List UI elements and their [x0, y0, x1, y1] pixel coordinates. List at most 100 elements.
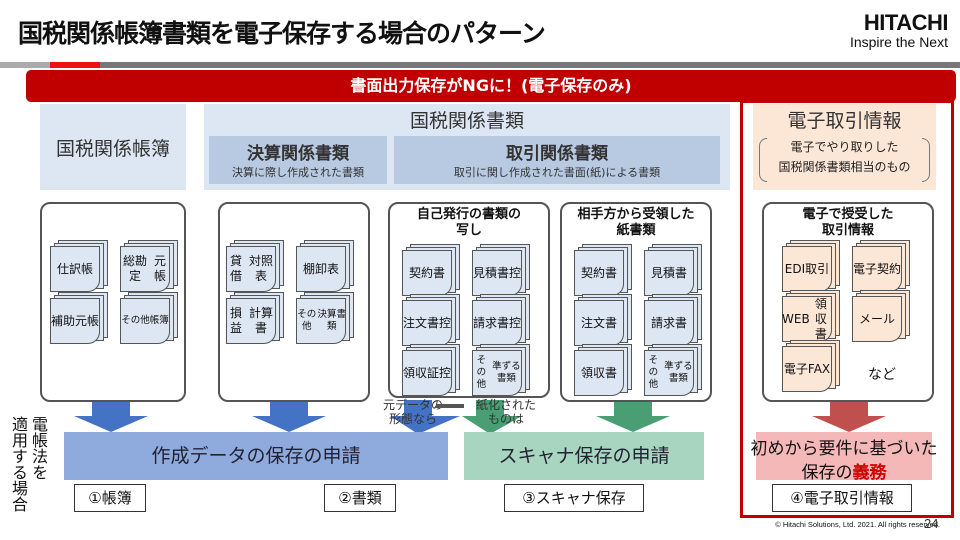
document-label-line1: WEB: [782, 311, 810, 326]
document-label-line1: 見積書: [472, 265, 509, 280]
document-label: 見積書控: [472, 250, 522, 296]
document-label-line1: 契約書: [580, 265, 617, 280]
transaction-subcategory: 取引関係書類 取引に関し作成された書面(紙)による書類: [394, 136, 720, 184]
document-stack-icon: 注文書: [574, 294, 632, 346]
document-label-line2: 計算書: [248, 306, 273, 335]
electronic-obligation-bar: [756, 432, 932, 480]
document-label-line1: 請求書: [472, 315, 509, 330]
document-label-line1: 注文書: [580, 315, 617, 330]
document-stack-icon: 注文書控: [402, 294, 460, 346]
document-label-line2: 契約: [877, 261, 902, 276]
document-label: 見積書: [644, 250, 694, 296]
document-label: 補助元帳: [50, 298, 100, 344]
document-label: その他準ずる書類: [472, 350, 522, 396]
document-stack-icon: その他帳簿: [120, 292, 178, 344]
document-sheet: [574, 250, 624, 296]
document-label-line2: 控: [509, 315, 522, 330]
document-stack-icon: 仕訳帳: [50, 240, 108, 292]
side-label-2: 適用する場合: [9, 416, 28, 512]
ledgers-category: 国税関係帳簿: [40, 104, 186, 190]
document-label: 仕訳帳: [50, 246, 100, 292]
document-sheet: [852, 246, 902, 292]
document-stack-icon: 補助元帳: [50, 292, 108, 344]
document-label: 電子契約: [852, 246, 902, 292]
document-stack-icon: 総勘定元帳: [120, 240, 178, 292]
document-label-line2: FAX: [807, 361, 831, 376]
document-label-line1: 領収書: [580, 365, 617, 380]
self-issued-title-1: 自己発行の書類の: [416, 207, 521, 222]
document-label: その他帳簿: [120, 298, 170, 344]
document-label: 注文書: [574, 300, 624, 346]
arrow-self-to-scanner: [462, 400, 522, 434]
document-stack-icon: その他準ずる書類: [472, 344, 530, 396]
document-sheet: [644, 350, 694, 396]
document-stack-icon: 契約書: [402, 244, 460, 296]
electronic-category-label: 電子取引情報: [787, 110, 902, 132]
document-label: 棚卸表: [296, 246, 346, 292]
document-label-line1: 契約書: [408, 265, 445, 280]
arrow-received: [596, 402, 670, 432]
tag-documents: ②書類: [324, 484, 396, 512]
obligation-emphasis: 義務: [852, 463, 887, 483]
document-label-line2: 取引: [805, 261, 830, 276]
transaction-desc: 取引に関し作成された書面(紙)による書類: [453, 166, 661, 179]
electronic-desc-line1: 電子でやり取りした: [790, 140, 899, 154]
document-sheet: [472, 250, 522, 296]
logo-tagline: Inspire the Next: [849, 34, 948, 50]
document-stack-icon: 貸借対照表: [226, 240, 284, 292]
document-label-line2: 帳簿: [149, 315, 169, 326]
transaction-title: 取引関係書類: [506, 144, 608, 164]
electronic-category: 電子取引情報 電子でやり取りした 国税関係書類相当のもの: [753, 104, 936, 190]
document-sheet: [296, 246, 346, 292]
document-stack-icon: その他決算書類: [296, 292, 354, 344]
document-label-line2: 控: [509, 265, 522, 280]
document-label-line2: 準ずる書類: [492, 361, 521, 384]
document-sheet: [120, 246, 170, 292]
document-label-line1: 総勘定: [122, 254, 147, 283]
document-label-line2: 決算書類: [317, 309, 346, 332]
copyright: © Hitachi Solutions, Ltd. 2021. All righ…: [775, 520, 940, 529]
document-label-line1: 請求書: [650, 315, 687, 330]
tag-scanner: ③スキャナ保存: [504, 484, 644, 512]
document-label-line1: 領収証: [402, 365, 439, 380]
document-label: 契約書: [402, 250, 452, 296]
document-sheet: [644, 300, 694, 346]
document-sheet: [50, 246, 100, 292]
electronic-title-2: 取引情報: [821, 223, 874, 238]
obligation-prefix: 保存の: [801, 463, 853, 483]
document-sheet: [402, 350, 452, 396]
ng-banner: 書面出力保存がNGに！(電子保存のみ): [26, 70, 956, 102]
electronic-etc: など: [868, 367, 896, 383]
document-label-line2: 対照表: [248, 254, 273, 283]
received-title-2: 紙書類: [616, 223, 656, 238]
document-label-line2: 元帳: [75, 313, 100, 328]
document-stack-icon: 電子契約: [852, 240, 910, 292]
document-label-line1: 損益: [229, 306, 242, 335]
document-stack-icon: 請求書控: [472, 294, 530, 346]
document-stack-icon: その他準ずる書類: [644, 344, 702, 396]
document-label: 領収書: [574, 350, 624, 396]
document-label: 領収証控: [402, 350, 452, 396]
document-label-line1: 注文書: [402, 315, 439, 330]
document-label-line1: 貸借: [229, 254, 242, 283]
note-papered-1: 紙化された: [475, 398, 536, 412]
document-sheet: [50, 298, 100, 344]
received-title-1: 相手方から受領した: [577, 207, 695, 222]
document-label: 総勘定元帳: [120, 246, 170, 292]
document-label: メール: [852, 296, 902, 342]
document-label-line1: その他: [121, 315, 150, 326]
document-sheet: [120, 298, 170, 344]
arrow-settlement: [252, 402, 326, 432]
document-label: その他決算書類: [296, 298, 346, 344]
document-label: 請求書控: [472, 300, 522, 346]
document-sheet: [574, 350, 624, 396]
document-stack-icon: WEB 領収書: [782, 290, 840, 342]
note-original-data-1: 元データの: [382, 398, 443, 412]
settlement-title: 決算関係書類: [247, 144, 349, 164]
electronic-desc-line2: 国税関係書類相当のもの: [778, 160, 911, 174]
document-label-line2: 領収書: [814, 296, 827, 341]
document-label-line2: 控: [439, 315, 452, 330]
obligation-line1: 初めから要件に基づいた: [750, 439, 938, 459]
